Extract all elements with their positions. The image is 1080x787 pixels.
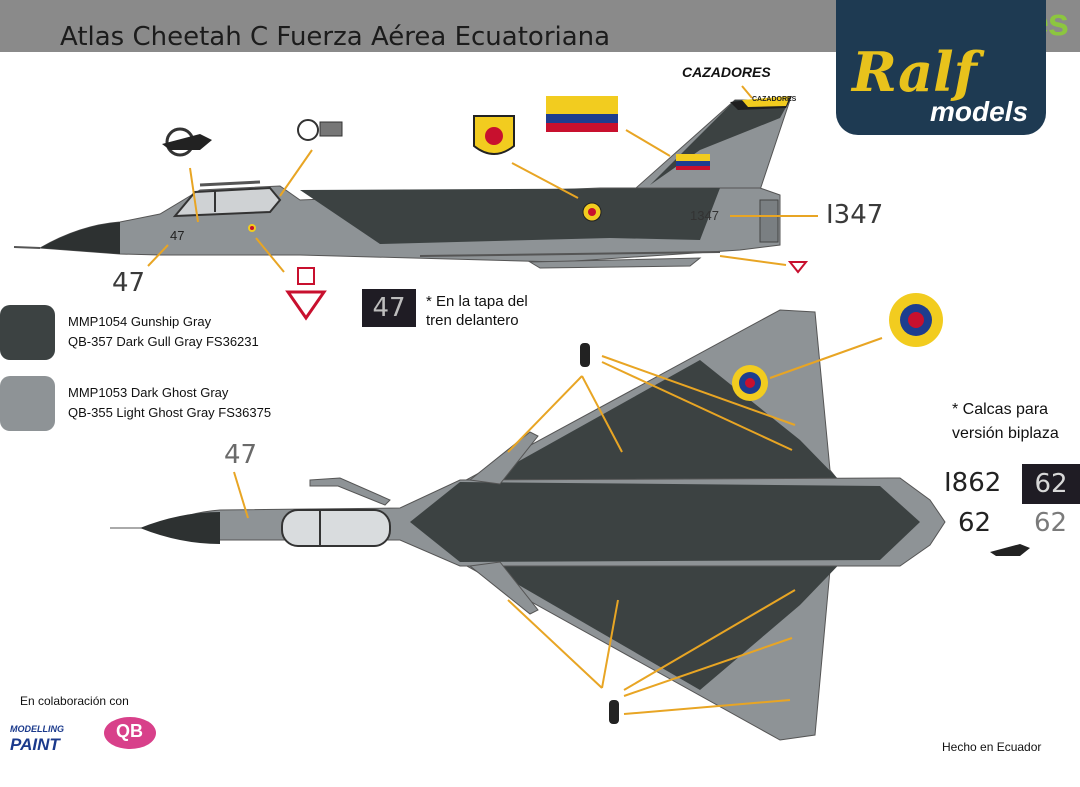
biplaza-badge: 62 bbox=[1022, 464, 1080, 504]
squadron-shield-icon bbox=[473, 115, 515, 155]
paint-light-line1: MMP1053 Dark Ghost Gray bbox=[68, 385, 229, 400]
biplaza-note-line1: * Calcas para bbox=[952, 401, 1049, 418]
leader-lines bbox=[147, 85, 883, 715]
nose-number-side: 47 bbox=[112, 268, 146, 298]
antenna-marker-icon bbox=[609, 700, 619, 724]
serial-on-fuselage: 1347 bbox=[690, 208, 719, 223]
qb-logo-text: QB bbox=[116, 721, 143, 741]
nose-gear-badge: 47 bbox=[362, 289, 416, 327]
red-triangle-icon bbox=[787, 261, 809, 274]
modelling-paint-line2: PAINT bbox=[10, 735, 60, 754]
antenna-marker-icon bbox=[580, 343, 590, 367]
biplaza-serial: I862 bbox=[944, 468, 1002, 498]
nose-number-on-aircraft: 47 bbox=[170, 228, 185, 243]
serial-side: I347 bbox=[826, 200, 884, 230]
biplaza-number-gray: 62 bbox=[1034, 508, 1068, 538]
paint-dark-line1: MMP1054 Gunship Gray bbox=[68, 314, 212, 329]
maker-logo-sub: models bbox=[930, 96, 1029, 127]
nose-gear-note-line1: * En la tapa del bbox=[426, 293, 528, 310]
biplaza-note-line2: versión biplaza bbox=[952, 425, 1059, 442]
paint-swatch-dark bbox=[0, 305, 55, 360]
maker-logo-name: Ralf bbox=[852, 40, 977, 104]
made-in-label: Hecho en Ecuador bbox=[942, 740, 1042, 754]
maker-logo-panel bbox=[836, 0, 1046, 135]
squadron-banner: CAZADORES bbox=[682, 64, 771, 80]
paint-swatch-light bbox=[0, 376, 55, 431]
horse-emblem-icon bbox=[162, 127, 212, 157]
paint-light-line2: QB-355 Light Ghost Gray FS36375 bbox=[68, 405, 272, 420]
nose-gear-note-line2: tren delantero bbox=[426, 312, 519, 329]
modelling-paint-line1: MODELLING bbox=[10, 724, 64, 734]
collab-label: En colaboración con bbox=[20, 694, 129, 708]
crest-icon bbox=[285, 267, 327, 321]
side-view-aircraft bbox=[13, 96, 792, 269]
biplaza-number-dark: 62 bbox=[958, 508, 992, 538]
paint-dark-line2: QB-357 Dark Gull Gray FS36231 bbox=[68, 334, 259, 349]
qb-logo[interactable]: QB bbox=[100, 713, 166, 755]
horse-emblem-small-icon bbox=[990, 544, 1030, 556]
nose-number-top: 47 bbox=[224, 440, 258, 470]
antenna-icon bbox=[297, 119, 343, 141]
roundel-large-icon bbox=[889, 293, 943, 347]
ecuador-flag-icon bbox=[546, 96, 618, 132]
top-view-aircraft bbox=[110, 309, 946, 741]
fin-band-label: CAZADORES bbox=[752, 96, 797, 103]
page-title: Atlas Cheetah C Fuerza Aérea Ecuatoriana bbox=[60, 22, 611, 52]
